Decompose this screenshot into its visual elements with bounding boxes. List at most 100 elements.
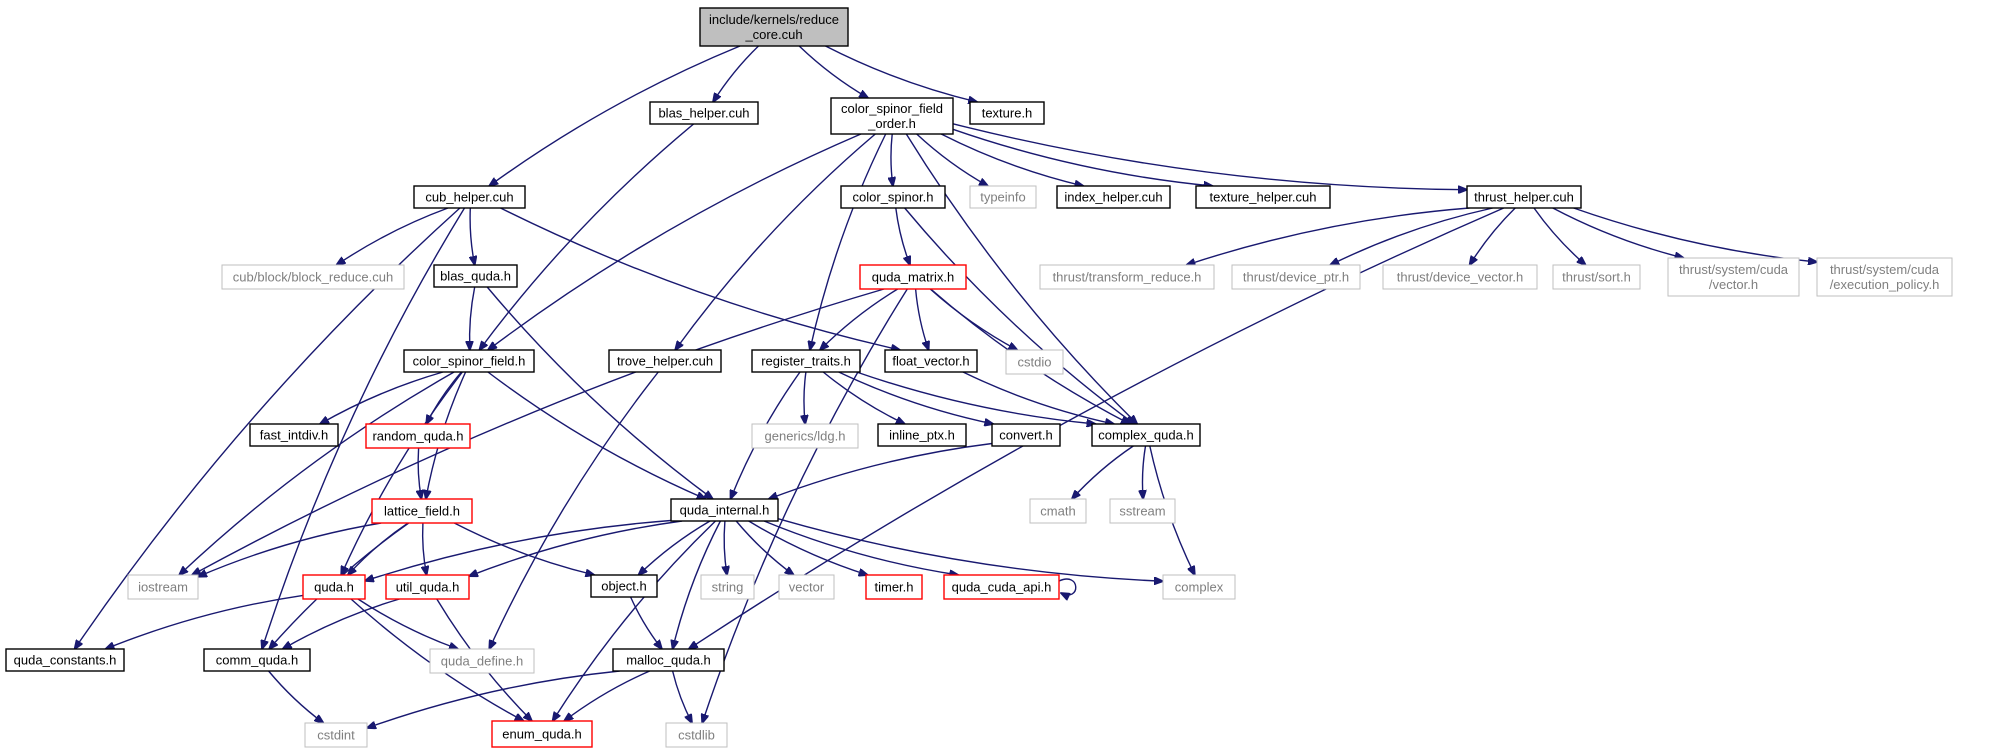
node-register-traits[interactable]: register_traits.h bbox=[751, 349, 861, 373]
node-color-spinor[interactable]: color_spinor.h bbox=[840, 185, 946, 209]
node-label: complex_quda.h bbox=[1098, 428, 1193, 443]
node-random-quda[interactable]: random_quda.h bbox=[365, 423, 471, 449]
edge-object_h-to-malloc_quda bbox=[629, 596, 662, 649]
edge-line bbox=[179, 371, 455, 575]
node-blas-helper[interactable]: blas_helper.cuh bbox=[649, 101, 759, 125]
node-convert[interactable]: convert.h bbox=[991, 423, 1061, 447]
edge-line bbox=[1072, 445, 1134, 499]
edge-malloc_quda-to-cstdint bbox=[367, 670, 620, 728]
node-index-helper[interactable]: index_helper.cuh bbox=[1056, 185, 1171, 209]
edge-line bbox=[952, 123, 1467, 190]
node-label: color_spinor.h bbox=[853, 190, 934, 205]
edge-line bbox=[365, 519, 672, 581]
node-label: texture_helper.cuh bbox=[1210, 190, 1317, 205]
edge-cub_helper-to-cub_block bbox=[337, 207, 449, 265]
node-label: timer.h bbox=[874, 580, 913, 595]
edge-csf_order-to-thrust_helper bbox=[952, 123, 1467, 190]
node-box bbox=[302, 574, 366, 600]
edge-line bbox=[423, 522, 427, 575]
edge-color_spinor-to-complex_quda bbox=[904, 207, 1135, 424]
node-box bbox=[884, 349, 978, 373]
node-label: float_vector.h bbox=[892, 354, 969, 369]
edge-csf_order-to-register_traits bbox=[810, 133, 887, 350]
edge-color_spinor_field-to-iostream bbox=[179, 371, 455, 575]
node-lattice-field[interactable]: lattice_field.h bbox=[371, 498, 473, 524]
node-quda-constants[interactable]: quda_constants.h bbox=[5, 648, 125, 672]
edge-lattice_field-to-object_h bbox=[453, 522, 594, 575]
node-box bbox=[1667, 257, 1800, 297]
node-object-h[interactable]: object.h bbox=[590, 574, 658, 598]
node-cstdint: cstdint bbox=[304, 722, 368, 748]
node-inline-ptx[interactable]: inline_ptx.h bbox=[877, 423, 967, 447]
node-label: quda_cuda_api.h bbox=[952, 580, 1052, 595]
node-label: vector bbox=[789, 580, 825, 595]
node-comm-quda[interactable]: comm_quda.h bbox=[203, 648, 311, 672]
edge-line bbox=[479, 123, 695, 350]
edge-line bbox=[262, 207, 466, 649]
node-label: color_spinor_field bbox=[841, 101, 943, 116]
edge-quda_internal-to-object_h bbox=[639, 520, 711, 575]
edge-blas_quda-to-color_spinor_field bbox=[470, 286, 476, 350]
node-label: blas_helper.cuh bbox=[658, 106, 749, 121]
node-color-spinor-field[interactable]: color_spinor_field.h bbox=[403, 349, 535, 373]
node-typeinfo: typeinfo bbox=[969, 185, 1037, 209]
edge-line bbox=[1330, 207, 1493, 265]
edge-line bbox=[769, 442, 993, 500]
node-label: quda_matrix.h bbox=[872, 270, 954, 285]
edge-line bbox=[564, 670, 650, 721]
node-timer[interactable]: timer.h bbox=[865, 574, 923, 600]
edge-quda_internal-to-quda_cuda_api bbox=[763, 520, 958, 575]
node-box bbox=[1005, 349, 1064, 375]
edge-line bbox=[1470, 207, 1516, 265]
edge-quda_matrix-to-cstdio bbox=[929, 288, 1017, 350]
node-label: thrust/device_vector.h bbox=[1397, 270, 1523, 285]
node-quda-h[interactable]: quda.h bbox=[302, 574, 366, 600]
node-util-quda[interactable]: util_quda.h bbox=[385, 574, 470, 600]
edge-line bbox=[348, 522, 409, 575]
node-box bbox=[413, 185, 526, 209]
node-enum-quda[interactable]: enum_quda.h bbox=[491, 720, 593, 748]
node-malloc-quda[interactable]: malloc_quda.h bbox=[612, 648, 725, 672]
node-label: random_quda.h bbox=[372, 429, 463, 444]
node-fast-intdiv[interactable]: fast_intdiv.h bbox=[249, 423, 339, 447]
edge-line bbox=[489, 371, 659, 649]
node-thrust-sort: thrust/sort.h bbox=[1552, 264, 1641, 290]
node-float-vector[interactable]: float_vector.h bbox=[884, 349, 978, 373]
node-quda-matrix[interactable]: quda_matrix.h bbox=[859, 264, 967, 290]
node-complex-quda[interactable]: complex_quda.h bbox=[1091, 423, 1201, 447]
node-box bbox=[865, 574, 923, 600]
edge-line bbox=[1533, 207, 1586, 265]
node-box bbox=[590, 574, 658, 598]
node-box bbox=[403, 349, 535, 373]
edge-line bbox=[470, 207, 475, 265]
node-cmath: cmath bbox=[1029, 498, 1087, 524]
node-thrust-sys-exec: thrust/system/cuda/execution_policy.h bbox=[1816, 257, 1953, 297]
edge-cub_helper-to-quda_constants bbox=[75, 207, 461, 649]
node-reduce-core[interactable]: include/kernels/reduce_core.cuh bbox=[699, 7, 849, 47]
edge-line bbox=[914, 288, 929, 350]
edge-line bbox=[629, 596, 662, 649]
node-quda-internal[interactable]: quda_internal.h bbox=[670, 498, 779, 522]
node-texture-helper[interactable]: texture_helper.cuh bbox=[1195, 185, 1331, 209]
node-blas-quda[interactable]: blas_quda.h bbox=[433, 264, 518, 288]
node-cub-helper[interactable]: cub_helper.cuh bbox=[413, 185, 526, 209]
edge-line bbox=[804, 371, 806, 424]
edge-blas_quda-to-quda_internal bbox=[486, 286, 713, 499]
node-label: quda_internal.h bbox=[680, 503, 770, 518]
node-texture[interactable]: texture.h bbox=[969, 101, 1045, 125]
node-label: typeinfo bbox=[980, 190, 1026, 205]
node-csf-order[interactable]: color_spinor_field_order.h bbox=[830, 97, 954, 135]
edge-line bbox=[283, 598, 400, 649]
node-label: blas_quda.h bbox=[440, 269, 511, 284]
node-box bbox=[221, 264, 405, 290]
node-box bbox=[840, 185, 946, 209]
node-thrust-helper[interactable]: thrust_helper.cuh bbox=[1466, 185, 1582, 209]
node-quda-cuda-api[interactable]: quda_cuda_api.h bbox=[943, 574, 1060, 600]
node-box bbox=[203, 648, 311, 672]
node-trove-helper[interactable]: trove_helper.cuh bbox=[608, 349, 722, 373]
node-label: string bbox=[712, 580, 744, 595]
node-box bbox=[943, 574, 1060, 600]
edge-thrust_helper-to-thrust_sort bbox=[1533, 207, 1586, 265]
node-box bbox=[1039, 264, 1215, 290]
edge-line bbox=[367, 670, 620, 728]
